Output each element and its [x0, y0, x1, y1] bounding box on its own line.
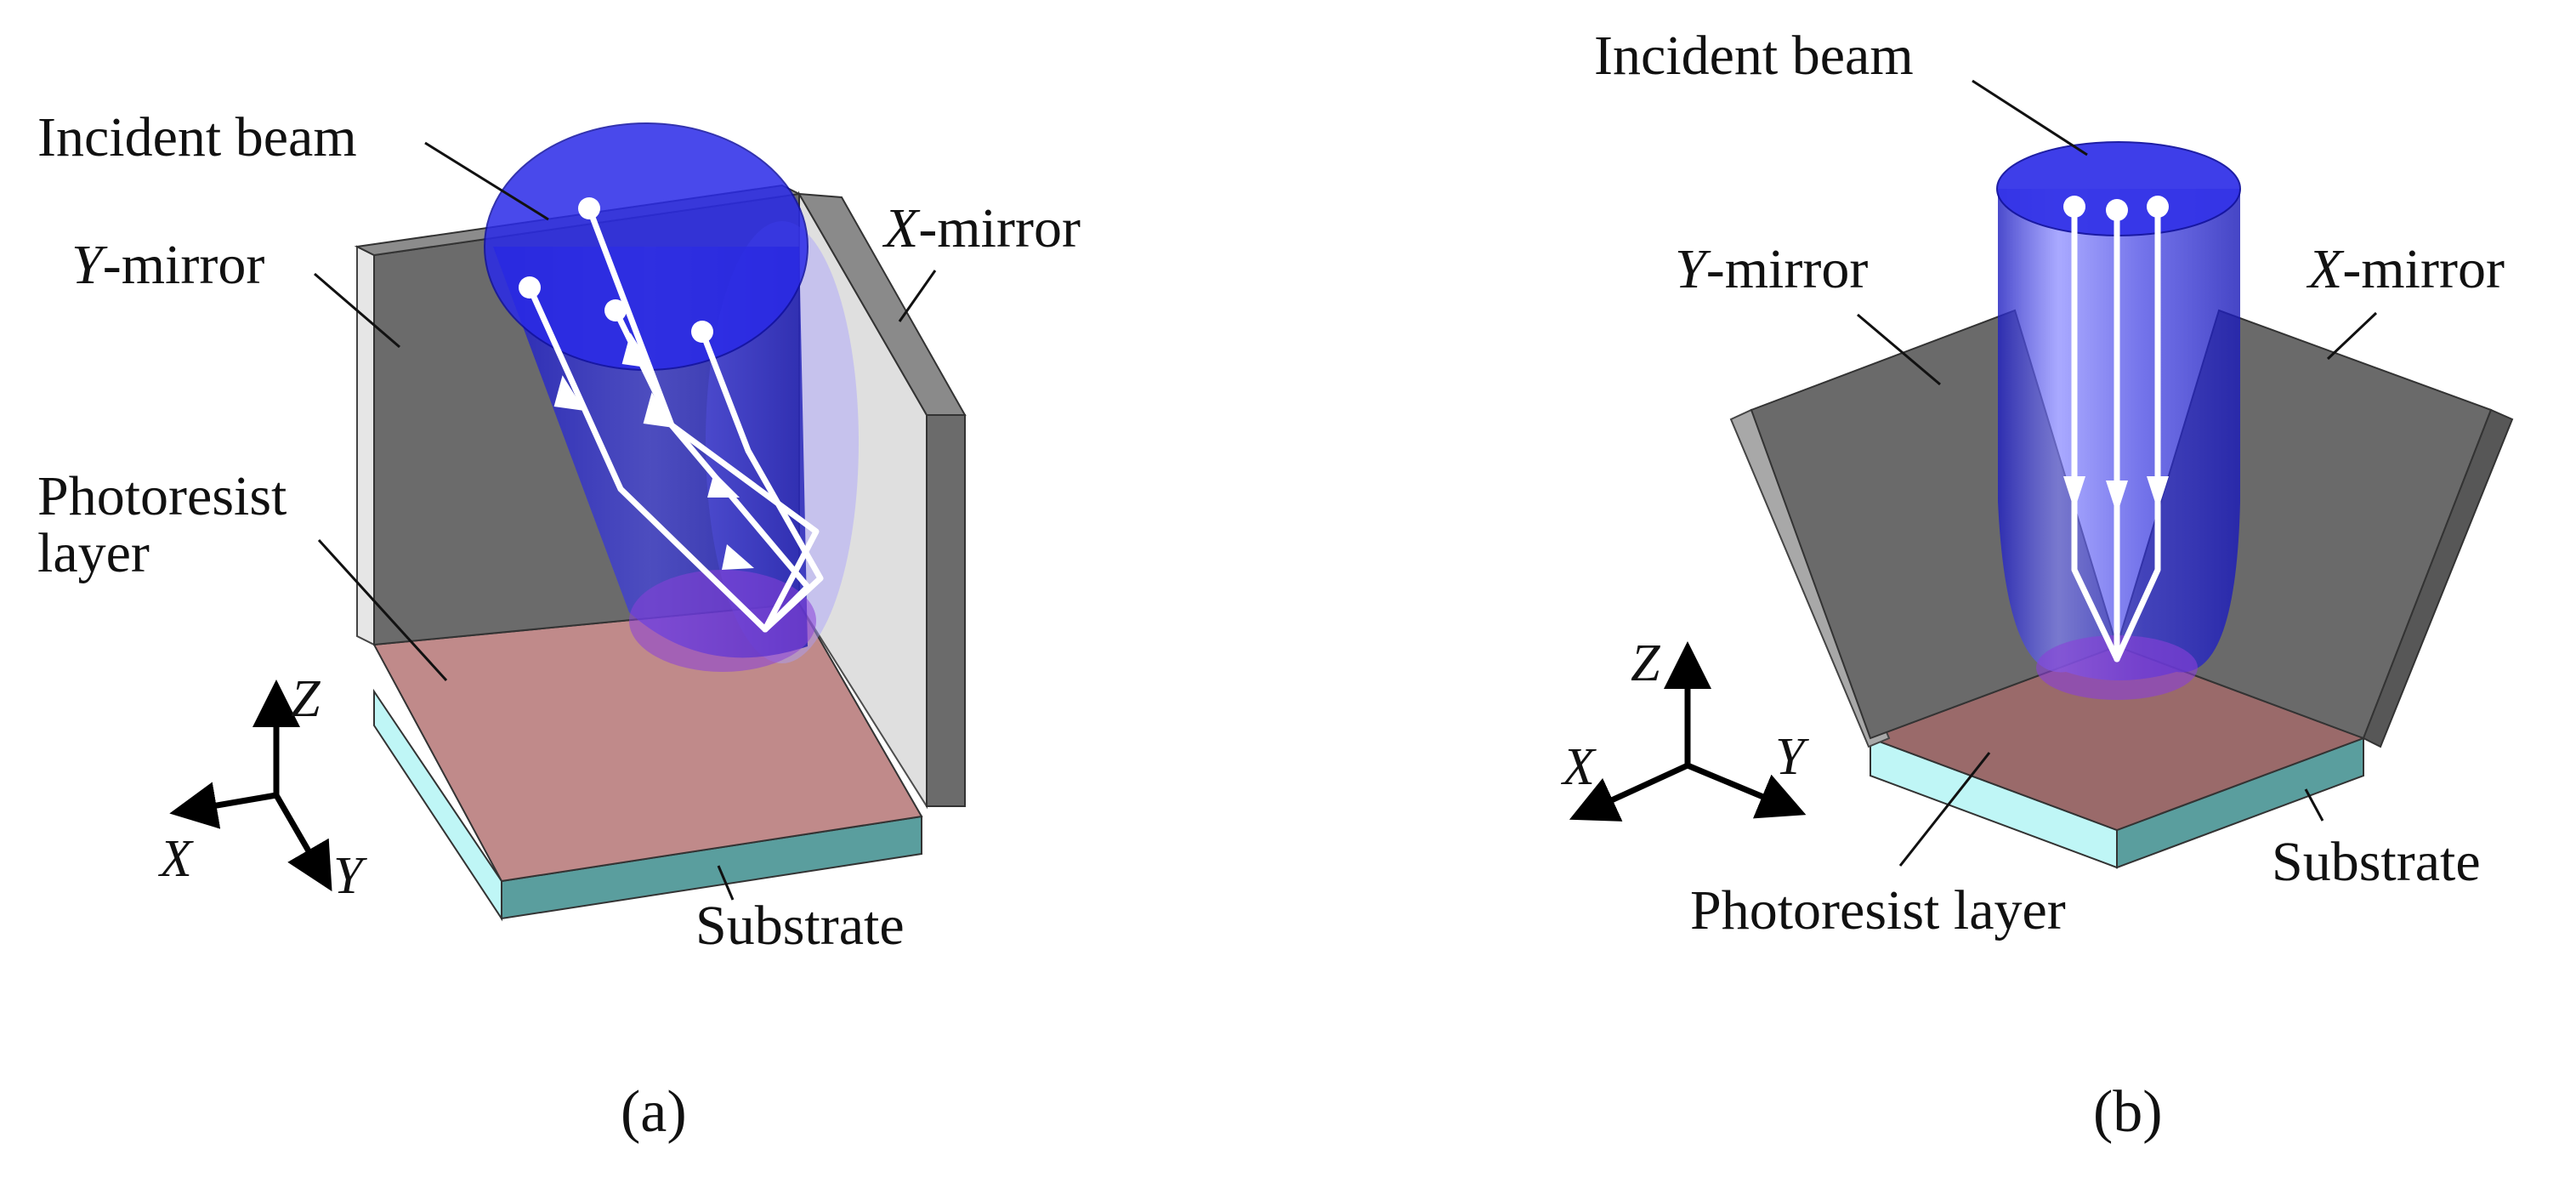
leader-x-mirror-a — [898, 270, 937, 322]
label-incident-beam-a: Incident beam — [37, 106, 357, 168]
rays-b — [2063, 196, 2169, 663]
label-y-mirror-a: Y-mirror — [71, 234, 264, 296]
label-x-mirror-a: X-mirror — [882, 197, 1081, 259]
label-photoresist-a-line1: Photoresist — [37, 465, 287, 527]
leader-incident-beam-a — [424, 141, 549, 221]
leader-y-mirror-a — [314, 272, 400, 349]
axis-b-z-label: Z — [1631, 634, 1660, 692]
axis-b-y — [1686, 762, 1807, 819]
axis-b-x-label: X — [1560, 738, 1597, 796]
ray-a-arrow-4 — [707, 472, 740, 498]
ray-a-origin-4 — [691, 321, 713, 343]
ray-a-arrow-3 — [643, 392, 674, 428]
ray-b-1 — [2071, 203, 2120, 663]
axis-a-y — [273, 793, 332, 892]
ray-a-4 — [699, 328, 824, 633]
axis-b-x — [1569, 762, 1689, 822]
ray-a-arrow-2 — [621, 333, 653, 368]
label-incident-beam-b: Incident beam — [1594, 25, 1914, 87]
panel-b: Incident beam Y-mirror X-mirror Photores… — [1560, 25, 2514, 1145]
axis-a-x-label: X — [157, 830, 194, 888]
ray-a-origin-2 — [578, 197, 600, 219]
ray-a-2 — [586, 205, 820, 633]
ray-b-arrow-3 — [2147, 476, 2169, 510]
beam-spot-a — [629, 570, 816, 672]
leader-photoresist-a — [317, 538, 448, 682]
axes-a: Z X Y — [157, 670, 367, 905]
incident-beam-a-top — [484, 122, 809, 371]
ray-a-arrow-5 — [722, 544, 754, 570]
panel-a: Incident beam Y-mirror X-mirror Photores… — [37, 106, 1081, 1145]
ray-a-origin-3 — [604, 299, 627, 321]
label-photoresist-b: Photoresist layer — [1690, 879, 2066, 941]
ray-b-arrow-2 — [2106, 481, 2128, 515]
label-substrate-b: Substrate — [2272, 831, 2481, 893]
axes-b: Z X Y — [1560, 634, 1809, 822]
axis-a-y-label: Y — [333, 847, 367, 905]
ray-b-origin-1 — [2063, 196, 2085, 218]
label-photoresist-a-line2: layer — [37, 522, 150, 584]
leader-y-mirror-b — [1857, 313, 1941, 386]
label-x-mirror-b: X-mirror — [2306, 238, 2505, 300]
substrate-a-side-left — [373, 688, 502, 922]
ray-a-1 — [526, 284, 769, 633]
ray-b-arrow-1 — [2063, 476, 2085, 510]
leader-incident-beam-b — [1972, 79, 2088, 156]
label-y-mirror-b: Y-mirror — [1675, 238, 1868, 300]
ray-b-3 — [2114, 203, 2161, 663]
beam-spot-b — [2036, 635, 2198, 700]
x-mirror-a-side — [926, 414, 966, 807]
ray-a-arrow-1 — [553, 375, 585, 411]
leader-photoresist-b — [1898, 752, 1991, 867]
ray-a-origin-1 — [519, 276, 541, 299]
caption-a: (a) — [621, 1079, 687, 1145]
x-mirror-b-edge — [2362, 408, 2514, 748]
leader-substrate-b — [2304, 788, 2324, 822]
axis-a-z-label: Z — [291, 670, 321, 728]
label-substrate-a: Substrate — [695, 895, 905, 957]
leader-x-mirror-b — [2326, 311, 2378, 361]
leader-substrate-a — [717, 865, 735, 901]
caption-b: (b) — [2093, 1079, 2163, 1145]
ray-b-origin-3 — [2147, 196, 2169, 218]
axis-b-y-label: Y — [1775, 728, 1809, 786]
rays-a — [519, 197, 824, 633]
ray-b-origin-2 — [2106, 199, 2128, 221]
axis-a-x — [169, 782, 277, 829]
